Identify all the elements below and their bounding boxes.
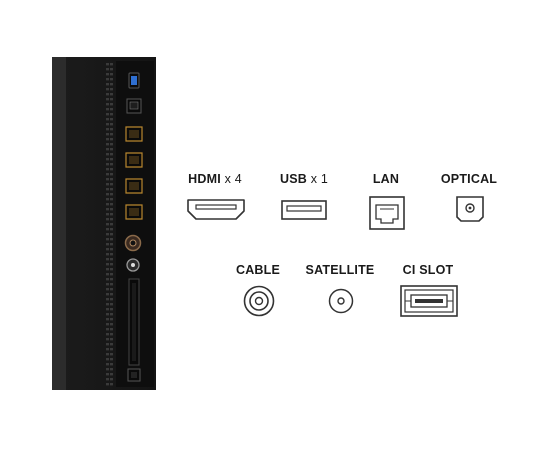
lan-port-icon <box>368 195 406 231</box>
optical-label: OPTICAL <box>440 172 498 186</box>
tv-rear-panel <box>52 57 156 390</box>
hdmi-port-icon <box>186 197 246 223</box>
optical-port-icon <box>455 195 485 223</box>
cable-label: CABLE <box>235 263 281 277</box>
panel-hdmi-port-2 <box>125 152 143 168</box>
panel-edge <box>52 57 66 390</box>
satellite-label: SATELLITE <box>305 263 375 277</box>
ci-slot-label: CI SLOT <box>402 263 454 277</box>
hdmi-label: HDMI x 4 <box>188 172 242 186</box>
satellite-port-icon <box>327 287 355 315</box>
panel-hdmi-port-3 <box>125 178 143 194</box>
panel-usb-insert <box>131 76 137 85</box>
tv-rear-panel-graphic <box>52 57 156 390</box>
cable-port-icon <box>242 284 276 318</box>
panel-hdmi-port-4 <box>125 204 143 220</box>
lan-label: LAN <box>372 172 400 186</box>
panel-hdmi-ports <box>125 126 143 220</box>
ci-slot-icon <box>399 284 459 318</box>
usb-label: USB x 1 <box>280 172 328 186</box>
panel-hdmi-port-1 <box>125 126 143 142</box>
usb-port-icon <box>280 199 328 221</box>
